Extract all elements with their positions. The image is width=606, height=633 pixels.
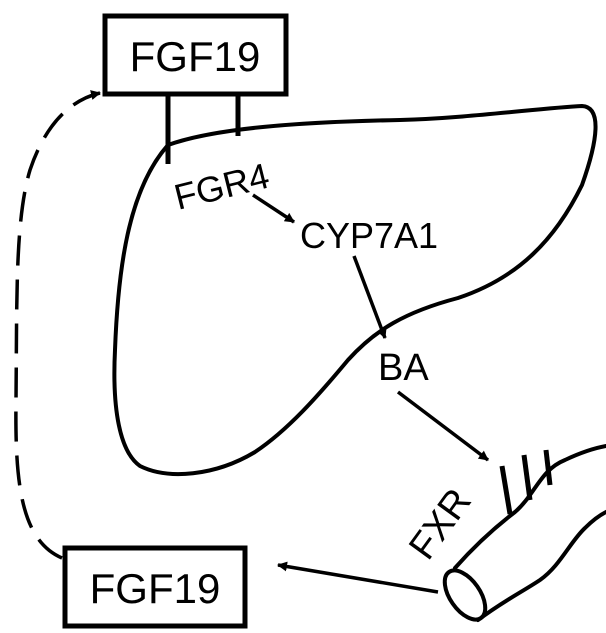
fxr-prong-3	[543, 449, 553, 486]
cyp7a1-label: CYP7A1	[300, 215, 438, 256]
fgf19-top-label: FGF19	[130, 33, 261, 80]
arrow-cyp7a1-to-ba	[352, 255, 387, 339]
fgf19-bottom-label: FGF19	[90, 565, 221, 612]
arrow-fgr4-to-cyp7a1	[252, 193, 295, 224]
fxr-prong-2	[521, 454, 533, 501]
intestine-lower-edge	[476, 510, 606, 622]
fxr-prong-1	[499, 465, 513, 515]
fgf19-top-box	[102, 13, 289, 97]
intestine-opening	[442, 568, 488, 622]
fgf19-bottom-box	[62, 545, 248, 629]
intestine-upper-edge	[453, 444, 606, 570]
ba-label: BA	[378, 347, 429, 389]
arrow-ba-to-fxr	[396, 390, 490, 462]
liver-outline	[112, 104, 598, 476]
fgr4-label: FGR4	[170, 155, 273, 218]
dashed-feedback-arrow	[14, 90, 101, 560]
arrow-intestine-to-fgf19	[277, 561, 439, 594]
